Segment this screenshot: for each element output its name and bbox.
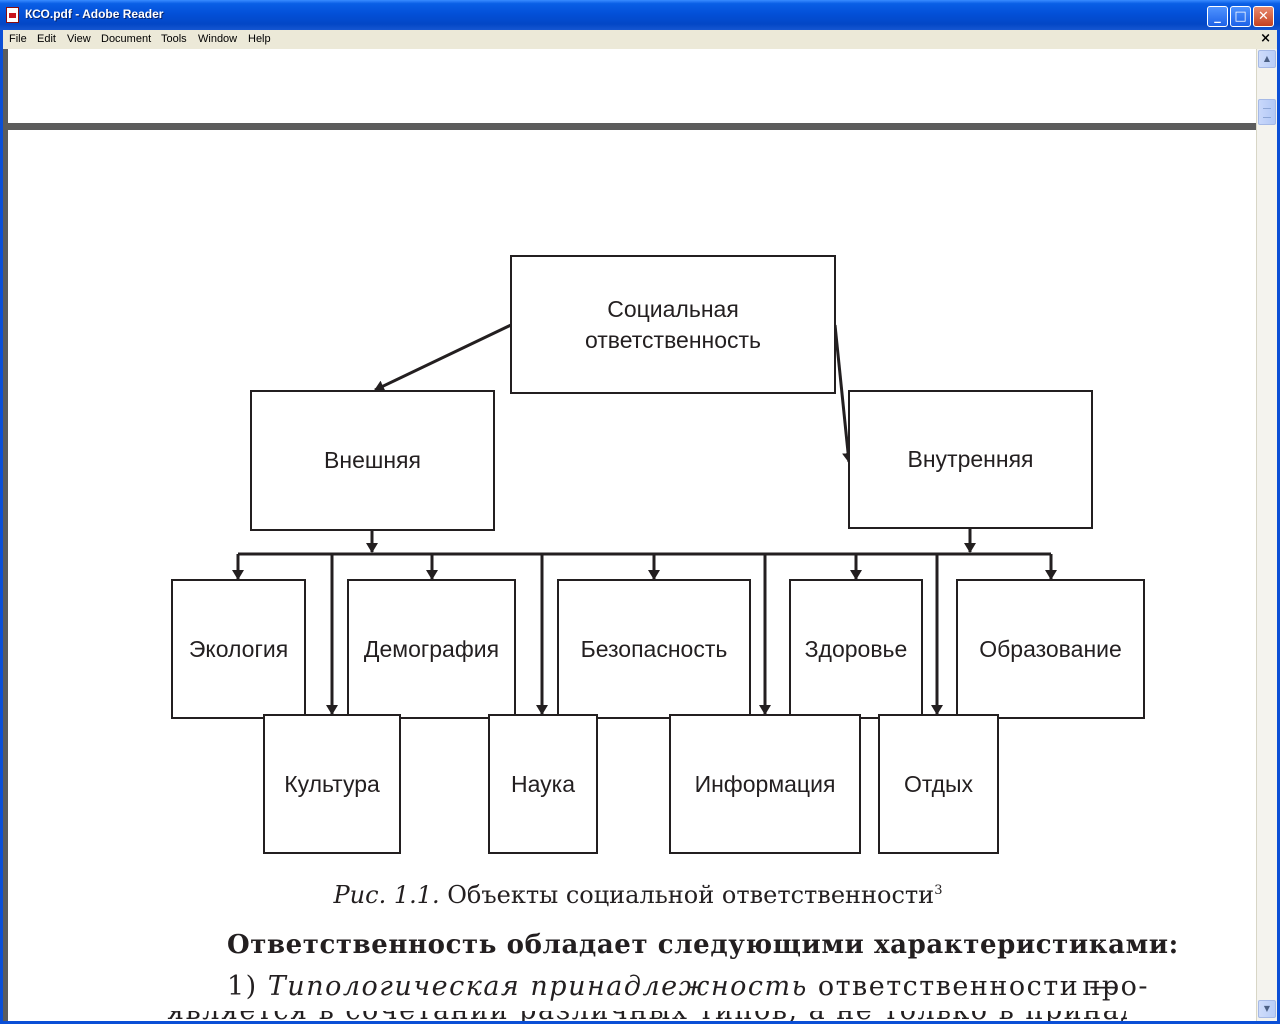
- node-root-line2: ответственность: [584, 326, 762, 353]
- scroll-up-button[interactable]: ▲: [1258, 50, 1276, 68]
- figure-caption: Рис. 1.1. Объекты социальной ответственн…: [3, 881, 1256, 909]
- cut-off-text-line: является в сочетании различных типов, а …: [167, 1011, 1127, 1021]
- page-separator: [3, 123, 1256, 130]
- arrow-root-to-right: [833, 324, 855, 463]
- node-external: Внешняя: [250, 390, 495, 531]
- arrow-root-to-left: [374, 323, 512, 392]
- node-health: Здоровье: [789, 579, 923, 719]
- menu-view[interactable]: View: [67, 33, 91, 45]
- minimize-button[interactable]: _: [1207, 6, 1228, 27]
- caption-text: Объекты социальной ответственности: [439, 881, 935, 909]
- node-safety: Безопасность: [557, 579, 751, 719]
- item-italic-term: Типологическая принадлежность: [267, 971, 808, 1002]
- node-demography: Демография: [347, 579, 516, 719]
- menu-file[interactable]: File: [9, 33, 27, 45]
- diagram-connectors-lower: [326, 554, 943, 715]
- menu-edit[interactable]: Edit: [37, 33, 56, 45]
- section-heading: Ответственность обладает следующими хара…: [227, 930, 1179, 960]
- diagram-connectors: [232, 323, 1057, 580]
- node-root-line1: Социальная: [607, 295, 739, 322]
- node-leisure: Отдых: [878, 714, 999, 854]
- page-border: [3, 49, 8, 1021]
- item-hyphen-end: про-: [1082, 971, 1149, 1002]
- node-culture: Культура: [263, 714, 401, 854]
- node-science: Наука: [488, 714, 598, 854]
- scroll-thumb[interactable]: [1258, 99, 1276, 125]
- menu-tools[interactable]: Tools: [161, 33, 187, 45]
- maximize-button[interactable]: □: [1230, 6, 1251, 27]
- item-number: 1): [227, 971, 268, 1002]
- document-view[interactable]: Социальная ответственность Внешняя Внутре…: [3, 49, 1256, 1021]
- item-text: ответственности —: [807, 971, 1118, 1002]
- pdf-document-icon: [6, 7, 19, 23]
- node-internal: Внутренняя: [848, 390, 1093, 529]
- node-ecology: Экология: [171, 579, 306, 719]
- window-titlebar[interactable]: КСО.pdf - Adobe Reader _ □ ✕: [0, 0, 1280, 30]
- window-title: КСО.pdf - Adobe Reader: [25, 7, 164, 21]
- scroll-down-button[interactable]: ▼: [1258, 1000, 1276, 1018]
- menu-window[interactable]: Window: [198, 33, 238, 45]
- cut-off-text: является в сочетании различных типов, а …: [167, 1011, 1127, 1021]
- menu-document[interactable]: Document: [101, 33, 152, 45]
- node-information: Информация: [669, 714, 861, 854]
- document-close-button[interactable]: ×: [1260, 31, 1271, 46]
- close-button[interactable]: ✕: [1253, 6, 1274, 27]
- menu-bar: File Edit View Document Tools Window Hel…: [3, 30, 1277, 49]
- menu-help[interactable]: Help: [248, 33, 271, 45]
- vertical-scrollbar[interactable]: ▲ ▼: [1256, 49, 1277, 1021]
- paragraph-item-1: 1) Типологическая принадлежность ответст…: [227, 971, 1149, 1002]
- caption-footnote: 3: [934, 883, 943, 898]
- caption-prefix: Рис. 1.1.: [333, 881, 440, 909]
- node-education: Образование: [956, 579, 1145, 719]
- node-social-responsibility: Социальная ответственность: [510, 255, 836, 394]
